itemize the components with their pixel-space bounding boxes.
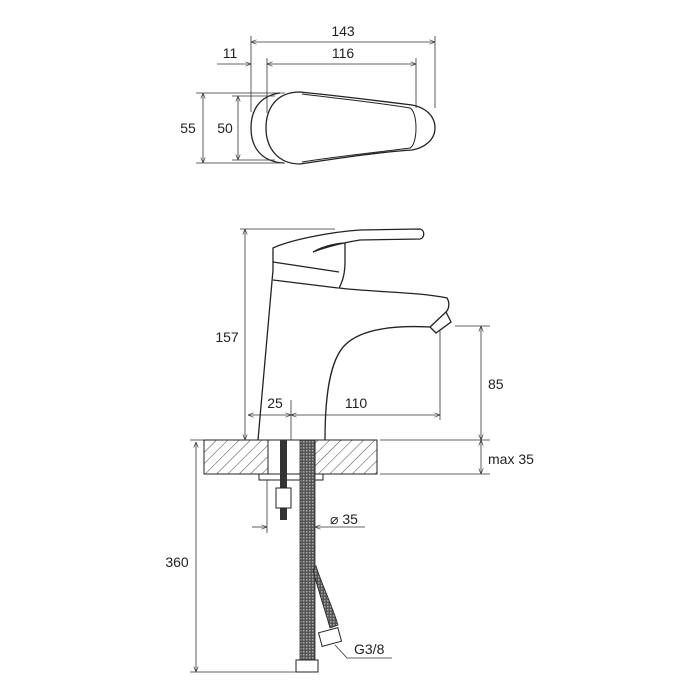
countertop [203,439,378,481]
top-dimension-lines [196,36,436,164]
dim-counter-thickness: max 35 [488,451,534,467]
dim-handle-length: 116 [332,45,355,61]
faucet-body [257,228,452,441]
dim-total-length: 143 [331,23,355,39]
side-dimension-lines [190,228,490,673]
dim-hose-length: 360 [165,554,189,570]
side-view: 157 25 110 85 max 35 ⌀ 35 360 G3/8 [165,228,534,673]
dim-height: 157 [215,329,239,345]
hose-nut [295,659,319,673]
dim-offset: 11 [223,45,238,61]
hose-nut [317,627,343,647]
supply-hoses [295,439,343,673]
dim-reach: 110 [345,395,368,411]
dim-spout-height: 85 [488,376,504,392]
thread-leader-line [334,644,392,659]
connection-thread: G3/8 [354,641,385,657]
dim-base: 25 [267,395,283,411]
mounting-stud [275,440,292,520]
dim-hole-diameter: ⌀ 35 [330,511,358,527]
top-view: 143 116 11 55 50 [180,23,436,165]
handle-outline [250,91,436,165]
dim-handle-width: 50 [217,120,233,136]
dim-total-width: 55 [180,120,196,136]
